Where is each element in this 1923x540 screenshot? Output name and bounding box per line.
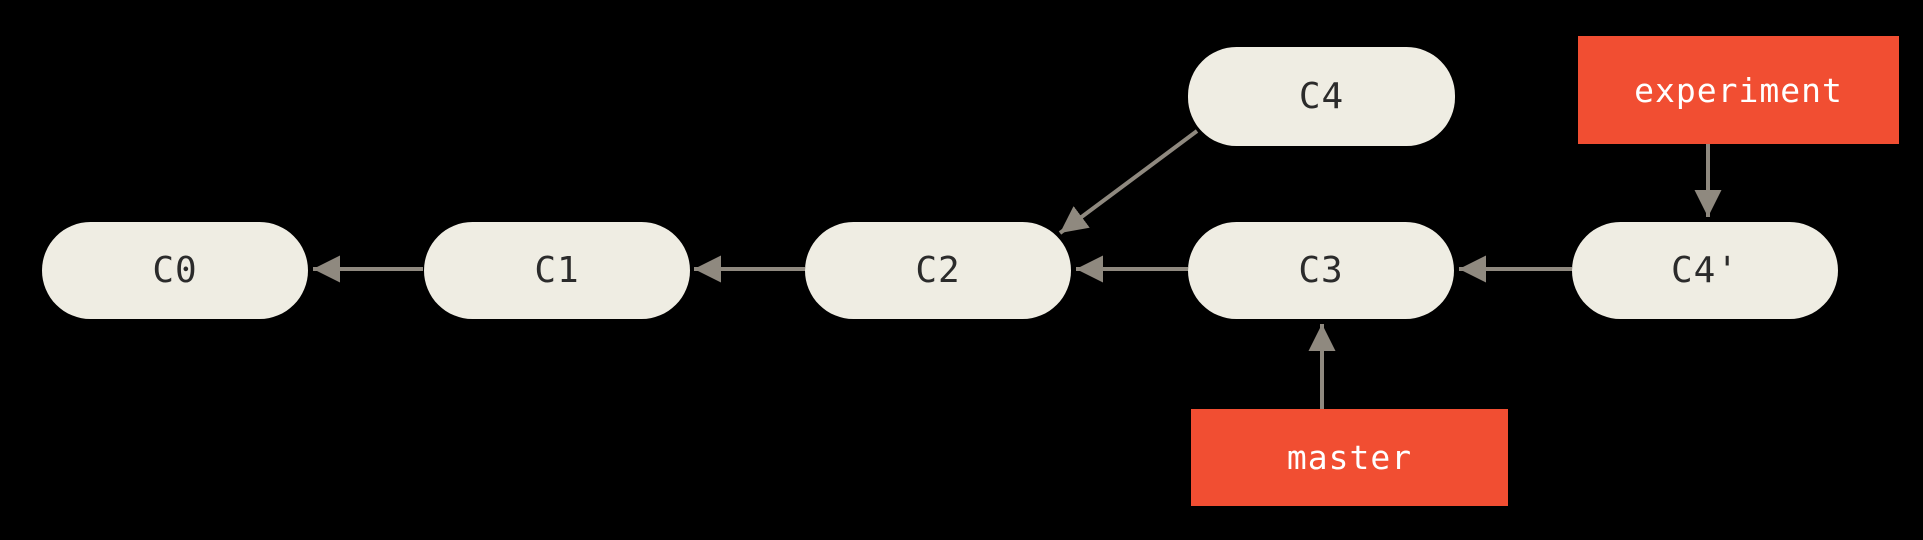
edge-c4-to-c2-arrow: [1058, 129, 1199, 235]
commit-label: C4': [1670, 250, 1740, 291]
branch-label-experiment: experiment: [1578, 36, 1899, 144]
commit-node-c3: C3: [1188, 222, 1454, 319]
commit-node-c0: C0: [42, 222, 308, 319]
commit-label: C4: [1298, 76, 1345, 117]
branch-name: master: [1286, 438, 1413, 477]
commit-label: C3: [1298, 250, 1344, 291]
commit-label: C1: [534, 250, 580, 291]
commit-label: C0: [152, 250, 198, 291]
branch-name: experiment: [1634, 70, 1843, 110]
commit-node-c2: C2: [805, 222, 1071, 319]
branch-label-master: master: [1191, 409, 1508, 506]
commit-node-c4: C4: [1188, 47, 1455, 146]
commit-node-c1: C1: [424, 222, 690, 319]
commit-node-c4-prime: C4': [1572, 222, 1838, 319]
commit-label: C2: [915, 250, 961, 291]
